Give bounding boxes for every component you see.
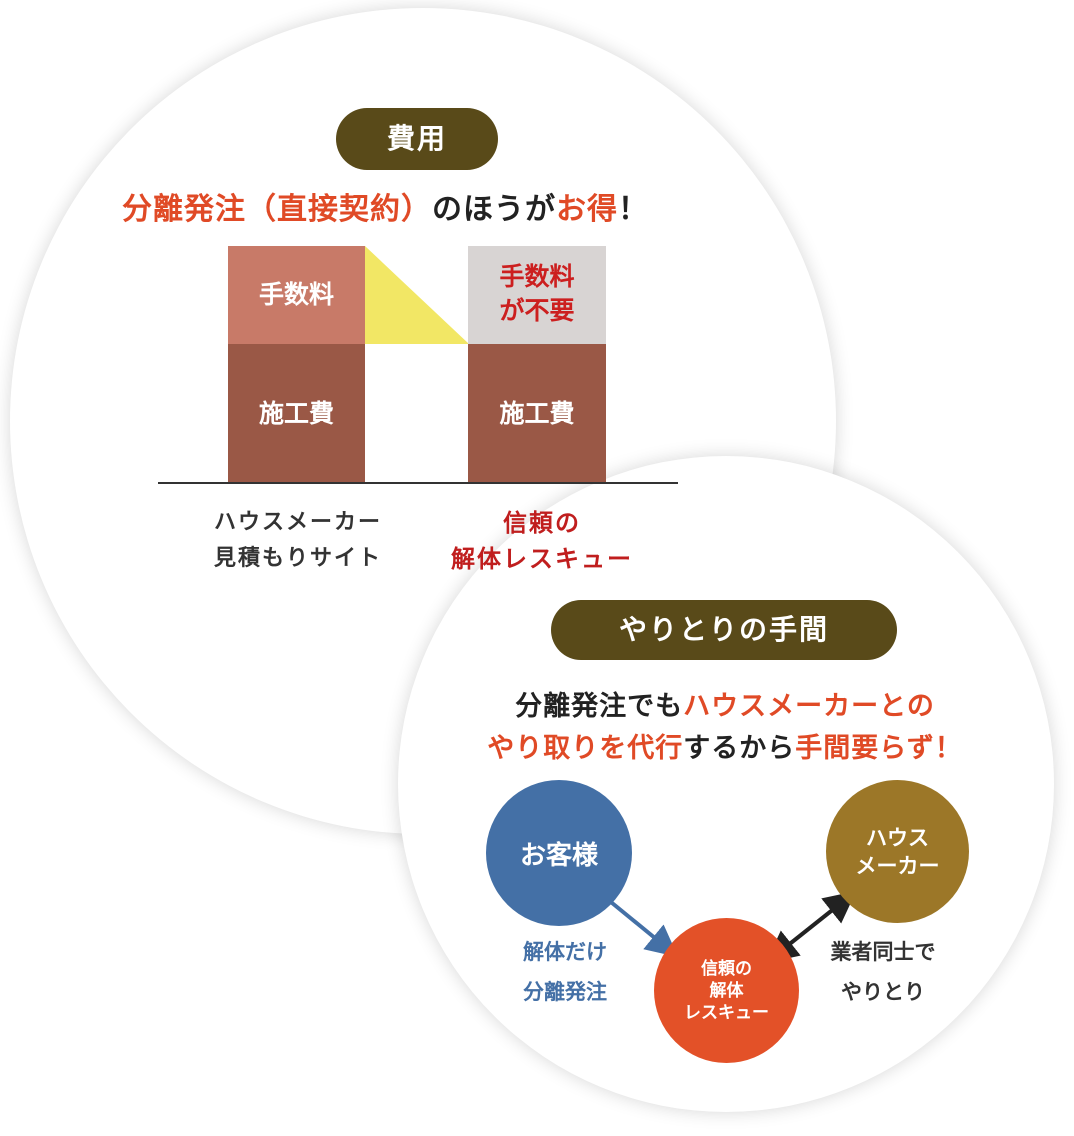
- rescue-node-line3: レスキュー: [684, 1002, 769, 1023]
- cost-headline-part1: 分離発注（直接契約）: [122, 192, 432, 227]
- savings-triangle: [365, 246, 469, 344]
- left-construction-label: 施工費: [258, 399, 334, 428]
- chart-baseline: [158, 482, 678, 484]
- cost-headline-part2: のほうが: [432, 192, 556, 227]
- customer-side-line1: 解体だけ: [523, 940, 607, 964]
- left-fee-bar: 手数料: [228, 246, 365, 344]
- right-construction-label: 施工費: [499, 399, 575, 428]
- hassle-l2-part3: 手間要らず！: [795, 733, 963, 764]
- rescue-node: 信頼の 解体 レスキュー: [654, 918, 799, 1063]
- customer-node: お客様: [486, 780, 632, 926]
- house-maker-node: ハウス メーカー: [826, 780, 969, 923]
- cost-headline-part3: お得: [556, 192, 618, 227]
- maker-node-line1: ハウス: [866, 825, 929, 850]
- maker-side-line2: やりとり: [841, 980, 925, 1004]
- left-fee-label: 手数料: [258, 280, 334, 309]
- customer-to-rescue-arrow: [604, 896, 679, 958]
- cost-pill-label: 費用: [336, 108, 498, 170]
- customer-node-label: お客様: [519, 840, 598, 871]
- hassle-l1-part1: 分離発注でも: [515, 691, 684, 722]
- cost-headline-part4: ！: [618, 192, 649, 227]
- right-fee-line1: 手数料: [499, 262, 575, 291]
- maker-side-line1: 業者同士で: [830, 940, 936, 964]
- left-construction-bar: 施工費: [228, 344, 365, 483]
- hassle-headline: 分離発注でもハウスメーカーとの やり取りを代行するから手間要らず！: [420, 686, 1030, 770]
- hassle-l2-part1: やり取りを代行: [487, 733, 684, 764]
- cost-headline: 分離発注（直接契約）のほうがお得！: [122, 184, 649, 228]
- hassle-headline-line2: やり取りを代行するから手間要らず！: [420, 728, 1030, 770]
- customer-side-line2: 分離発注: [523, 980, 607, 1004]
- right-caption-line1: 信頼の: [503, 509, 581, 537]
- rescue-node-line2: 解体: [709, 980, 744, 1001]
- left-bar-caption: ハウスメーカー 見積もりサイト: [185, 505, 411, 577]
- hassle-pill-label: やりとりの手間: [551, 600, 897, 660]
- right-bar-caption: 信頼の 解体レスキュー: [420, 505, 664, 577]
- right-fee-line2: が不要: [499, 296, 575, 325]
- maker-node-line2: メーカー: [855, 853, 940, 878]
- right-fee-free-bar: 手数料 が不要: [468, 246, 606, 344]
- right-construction-bar: 施工費: [468, 344, 606, 483]
- hassle-headline-line1: 分離発注でもハウスメーカーとの: [420, 686, 1030, 728]
- hassle-l2-part2: するから: [683, 733, 796, 764]
- hassle-l1-part2: ハウスメーカーとの: [683, 691, 935, 722]
- left-caption-line1: ハウスメーカー: [213, 510, 382, 535]
- maker-side-label: 業者同士で やりとり: [808, 932, 958, 1012]
- right-caption-line2: 解体レスキュー: [451, 545, 633, 573]
- left-caption-line2: 見積もりサイト: [213, 546, 382, 571]
- customer-side-label: 解体だけ 分離発注: [500, 932, 630, 1012]
- rescue-node-line1: 信頼の: [701, 958, 752, 979]
- savings-triangle-shape: [365, 246, 469, 344]
